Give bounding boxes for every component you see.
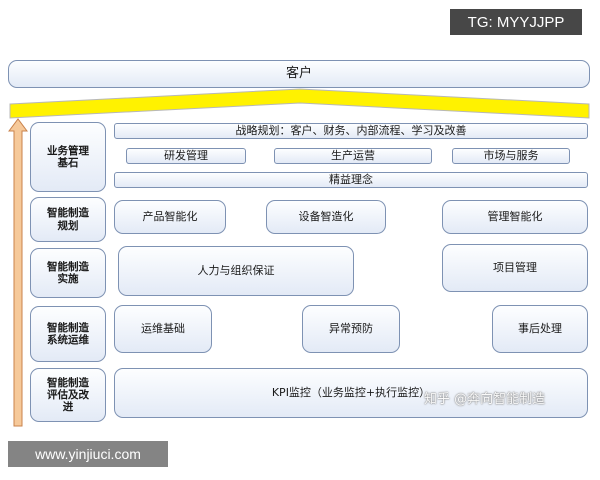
row-label-business-foundation: 业务管理 基石: [30, 122, 106, 192]
product-intelligence-label: 产品智能化: [142, 209, 198, 223]
lean-bar: 精益理念: [114, 172, 588, 188]
row-label-evaluation: 智能制造 评估及改 进: [30, 368, 106, 422]
function-rd: 研发管理: [126, 148, 246, 164]
kpi-monitoring-box: KPI监控（业务监控+执行监控）: [114, 368, 588, 418]
strategy-bar: 战略规划：客户、财务、内部流程、学习及改善: [114, 123, 588, 139]
row-label-planning: 智能制造 规划: [30, 197, 106, 242]
kpi-monitoring-label: KPI监控（业务监控+执行监控）: [271, 385, 431, 399]
lean-label: 精益理念: [329, 172, 373, 186]
function-rd-label: 研发管理: [164, 148, 208, 162]
watermark-zhihu: 知乎 @奔向智能制造: [424, 392, 546, 407]
function-market: 市场与服务: [452, 148, 570, 164]
equipment-intelligence-label: 设备智造化: [298, 209, 354, 223]
post-handling-box: 事后处理: [492, 305, 588, 353]
project-management-label: 项目管理: [493, 260, 537, 274]
equipment-intelligence-box: 设备智造化: [266, 200, 386, 234]
product-intelligence-box: 产品智能化: [114, 200, 226, 234]
customer-box: 客户: [8, 60, 590, 88]
anomaly-prevention-box: 异常预防: [302, 305, 400, 353]
management-intelligence-box: 管理智能化: [442, 200, 588, 234]
strategy-label: 战略规划：客户、财务、内部流程、学习及改善: [235, 123, 467, 137]
om-foundation-label: 运维基础: [141, 321, 185, 335]
row-label-om: 智能制造 系统运维: [30, 306, 106, 362]
project-management-box: 项目管理: [442, 244, 588, 292]
hr-organization-label: 人力与组织保证: [197, 263, 275, 277]
function-operations-label: 生产运营: [331, 148, 375, 162]
customer-label: 客户: [285, 65, 312, 81]
hr-organization-box: 人力与组织保证: [118, 246, 354, 296]
management-intelligence-label: 管理智能化: [487, 209, 543, 223]
function-operations: 生产运营: [274, 148, 432, 164]
function-market-label: 市场与服务: [483, 148, 539, 162]
post-handling-label: 事后处理: [518, 321, 562, 335]
watermark-site: www.yinjiuci.com: [8, 441, 168, 467]
om-foundation-box: 运维基础: [114, 305, 212, 353]
row-label-implementation: 智能制造 实施: [30, 248, 106, 298]
upward-arrow: [8, 118, 28, 427]
anomaly-prevention-label: 异常预防: [329, 321, 373, 335]
roof-banner: [9, 88, 590, 119]
watermark-tag: TG: MYYJJPP: [450, 9, 582, 35]
